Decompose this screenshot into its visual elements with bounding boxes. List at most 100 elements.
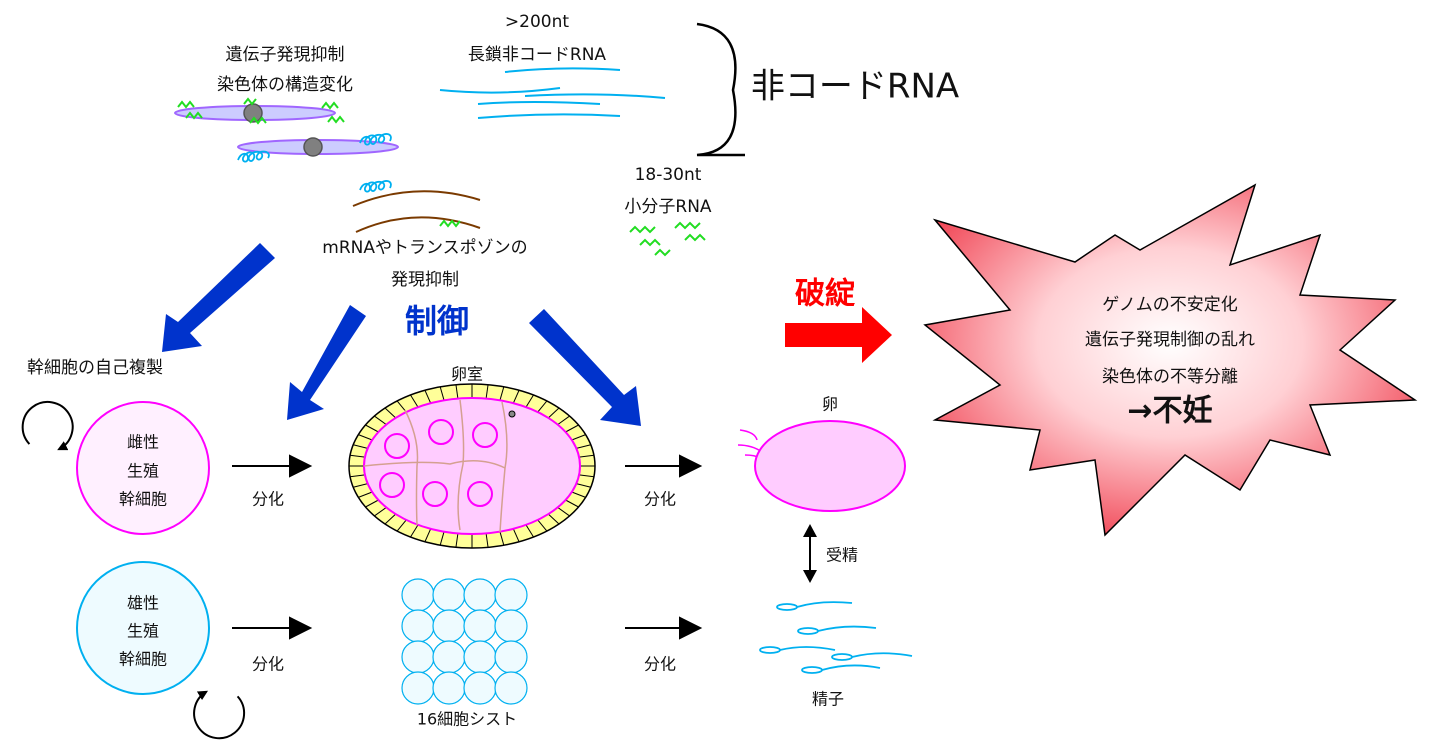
fertilization-label: 受精 (826, 546, 858, 565)
diff-label-2: 分化 (252, 655, 284, 674)
diff-label-3: 分化 (644, 490, 676, 509)
follicle-cell-border (499, 386, 505, 401)
self-renewal-arrow-female (21, 400, 74, 451)
egg-label: 卵 (822, 395, 838, 414)
cyst-cell (494, 671, 528, 705)
sperm (759, 601, 913, 674)
follicle-cell-border (410, 394, 419, 408)
male-stem-label-3: 幹細胞 (119, 650, 167, 669)
control-arrows (162, 243, 641, 426)
follicle-cell-border (548, 407, 560, 419)
male-stem-cell (76, 561, 210, 695)
follicle-cell-border (358, 434, 373, 441)
follicle-cell-border (353, 444, 368, 449)
follicle-cell-border (512, 528, 520, 542)
male-stem-label-1: 雄性 (127, 594, 159, 613)
cyst-cell (432, 640, 466, 674)
egg-chamber (348, 383, 596, 549)
follicle-cell-border (537, 400, 548, 413)
follicle-cell-border (571, 434, 586, 441)
self-renewal-label: 幹細胞の自己複製 (27, 357, 163, 378)
follicle-cell-border (576, 483, 591, 488)
mrna-label-1: mRNAやトランスポゾンの (322, 238, 527, 258)
follicle-cell-border (485, 533, 489, 548)
female-stem-label-3: 幹細胞 (119, 490, 167, 509)
chromatin-label-1: 遺伝子発現抑制 (226, 45, 345, 65)
follicle-cell-border (410, 524, 419, 538)
long-rna-label: 長鎖非コードRNA (468, 45, 607, 65)
follicle-cell-border (358, 491, 373, 498)
follicle-cell-border (424, 528, 432, 542)
follicle-cell-border (455, 533, 459, 548)
follicle-cell-border (384, 407, 396, 419)
consequence-burst (923, 183, 1418, 537)
follicle-cell-border (439, 531, 445, 546)
follicle-cell-border (512, 390, 520, 404)
follicle-cell-border (374, 506, 387, 517)
female-stem-cell (76, 401, 210, 535)
mrna-strands (352, 180, 481, 233)
follicle-cell-border (349, 474, 365, 478)
cyst-cell (432, 671, 466, 705)
cyst-cell (401, 671, 435, 705)
follicle-cell-border (353, 483, 368, 488)
follicle-cell-border (365, 499, 379, 508)
fertilization-arrow (803, 524, 817, 583)
chromosome-with-small-rna (174, 97, 345, 125)
male-stem-label-2: 生殖 (127, 622, 159, 641)
follicle-cell-border (349, 454, 365, 458)
noncoding-rna-title: 非コードRNA (751, 67, 959, 107)
follicle-cell-border (579, 454, 595, 458)
diff-label-1: 分化 (252, 490, 284, 509)
cyst-cell (463, 640, 497, 674)
chromatin-label-2: 染色体の構造変化 (217, 75, 353, 95)
cyst-cell (401, 609, 435, 643)
small-rna-size: 18-30nt (635, 165, 702, 185)
female-stem-label-2: 生殖 (127, 462, 159, 481)
consequence-3: 染色体の不等分離 (1102, 367, 1238, 387)
differentiation-arrows (232, 454, 703, 640)
egg (737, 420, 906, 512)
follicle-cell-border (365, 424, 379, 433)
breakdown-arrow (785, 307, 892, 363)
cyst-cell (494, 640, 528, 674)
cyst-cell (432, 609, 466, 643)
consequence-2: 遺伝子発現制御の乱れ (1085, 330, 1255, 350)
follicle-cell-border (557, 415, 570, 426)
follicle-cell-border (565, 499, 579, 508)
egg-chamber-label: 卵室 (451, 365, 483, 384)
follicle-cell-border (499, 531, 505, 546)
cyst-cell (432, 578, 466, 612)
sixteen-cell-cyst (401, 578, 528, 705)
chromosome-with-long-rna (237, 133, 399, 163)
follicle-cell-border (396, 519, 407, 532)
breakdown-label: 破綻 (795, 277, 855, 312)
follicle-cell-border (485, 384, 489, 399)
consequence-1: ゲノムの不安定化 (1102, 295, 1238, 315)
follicle-cell-border (384, 513, 396, 525)
cyst-cell (463, 578, 497, 612)
sperm-label: 精子 (812, 690, 844, 709)
infertility-result: →不妊 (1127, 394, 1212, 429)
small-rna-label: 小分子RNA (624, 197, 712, 217)
cyst-cell (401, 640, 435, 674)
cyst-cell (463, 609, 497, 643)
follicle-cell-border (548, 513, 560, 525)
bracket (696, 22, 745, 157)
follicle-cell-border (537, 519, 548, 532)
mrna-label-2: 発現抑制 (391, 270, 459, 290)
follicle-cell-border (525, 524, 534, 538)
diff-label-4: 分化 (644, 655, 676, 674)
cyst-cell (494, 578, 528, 612)
small-rna-squiggles (629, 221, 706, 257)
cyst-cell (463, 671, 497, 705)
female-stem-label-1: 雌性 (127, 433, 159, 452)
follicle-cell-border (424, 390, 432, 404)
follicle-cell-border (571, 491, 586, 498)
follicle-cell-border (579, 474, 595, 478)
follicle-cell-border (374, 415, 387, 426)
follicle-cell-border (455, 384, 459, 399)
self-renewal-arrow-male (193, 690, 246, 740)
cyst-cell (401, 578, 435, 612)
